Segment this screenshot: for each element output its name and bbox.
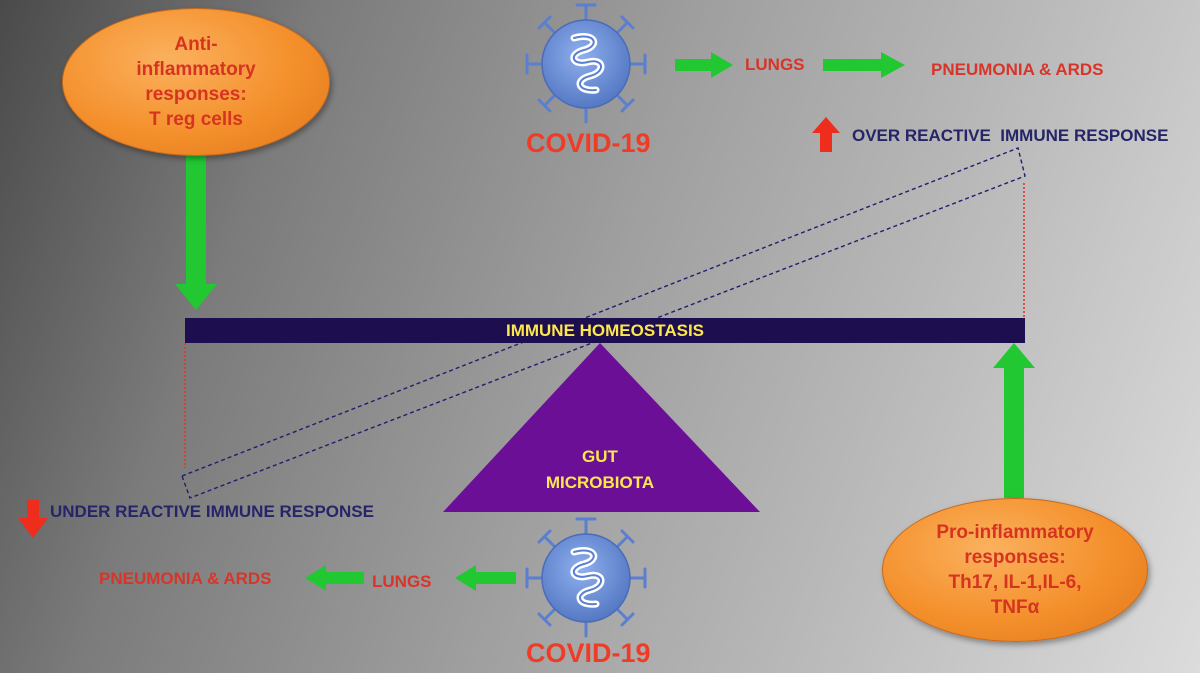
down-arrow-to-beam — [175, 152, 217, 310]
tilted-beam-outline — [181, 147, 1026, 499]
red-up-arrow-icon — [812, 117, 840, 152]
anti-inflammatory-ellipse: Anti- inflammatory responses: T reg cell… — [62, 8, 330, 156]
over-reactive-label: OVER REACTIVE IMMUNE RESPONSE — [852, 126, 1169, 145]
up-arrow-to-beam — [993, 343, 1035, 498]
top-outcome-label: PNEUMONIA & ARDS — [931, 60, 1104, 79]
fulcrum-label: GUT MICROBIOTA — [545, 447, 655, 492]
bottom-outcome-label: PNEUMONIA & ARDS — [99, 569, 272, 588]
covid-virus-icon-top — [525, 3, 647, 124]
anti-inflammatory-text: Anti- inflammatory responses: T reg cell… — [136, 34, 256, 130]
pro-inflammatory-ellipse: Pro-inflammatory responses: Th17, IL-1,I… — [882, 498, 1148, 642]
bottom-lungs-label: LUNGS — [372, 572, 432, 591]
pro-inflammatory-text: Pro-inflammatory responses: Th17, IL-1,I… — [936, 522, 1094, 618]
beam-label: IMMUNE HOMEOSTASIS — [505, 320, 705, 340]
under-reactive-label: UNDER REACTIVE IMMUNE RESPONSE — [50, 502, 374, 521]
gut-microbiota-fulcrum — [443, 343, 760, 512]
top-arrow-lungs-to-outcome — [823, 52, 905, 78]
bottom-arrow-lungs-to-outcome — [305, 565, 364, 591]
bottom-covid-label: COVID-19 — [526, 638, 651, 668]
top-lungs-label: LUNGS — [745, 55, 805, 74]
top-arrow-virus-to-lungs — [675, 52, 733, 78]
red-down-arrow-icon — [18, 500, 48, 538]
covid-virus-icon-bottom — [525, 517, 647, 638]
top-covid-label: COVID-19 — [526, 128, 651, 158]
immune-homeostasis-beam: IMMUNE HOMEOSTASIS — [185, 318, 1025, 343]
bottom-arrow-virus-to-lungs — [455, 565, 516, 591]
